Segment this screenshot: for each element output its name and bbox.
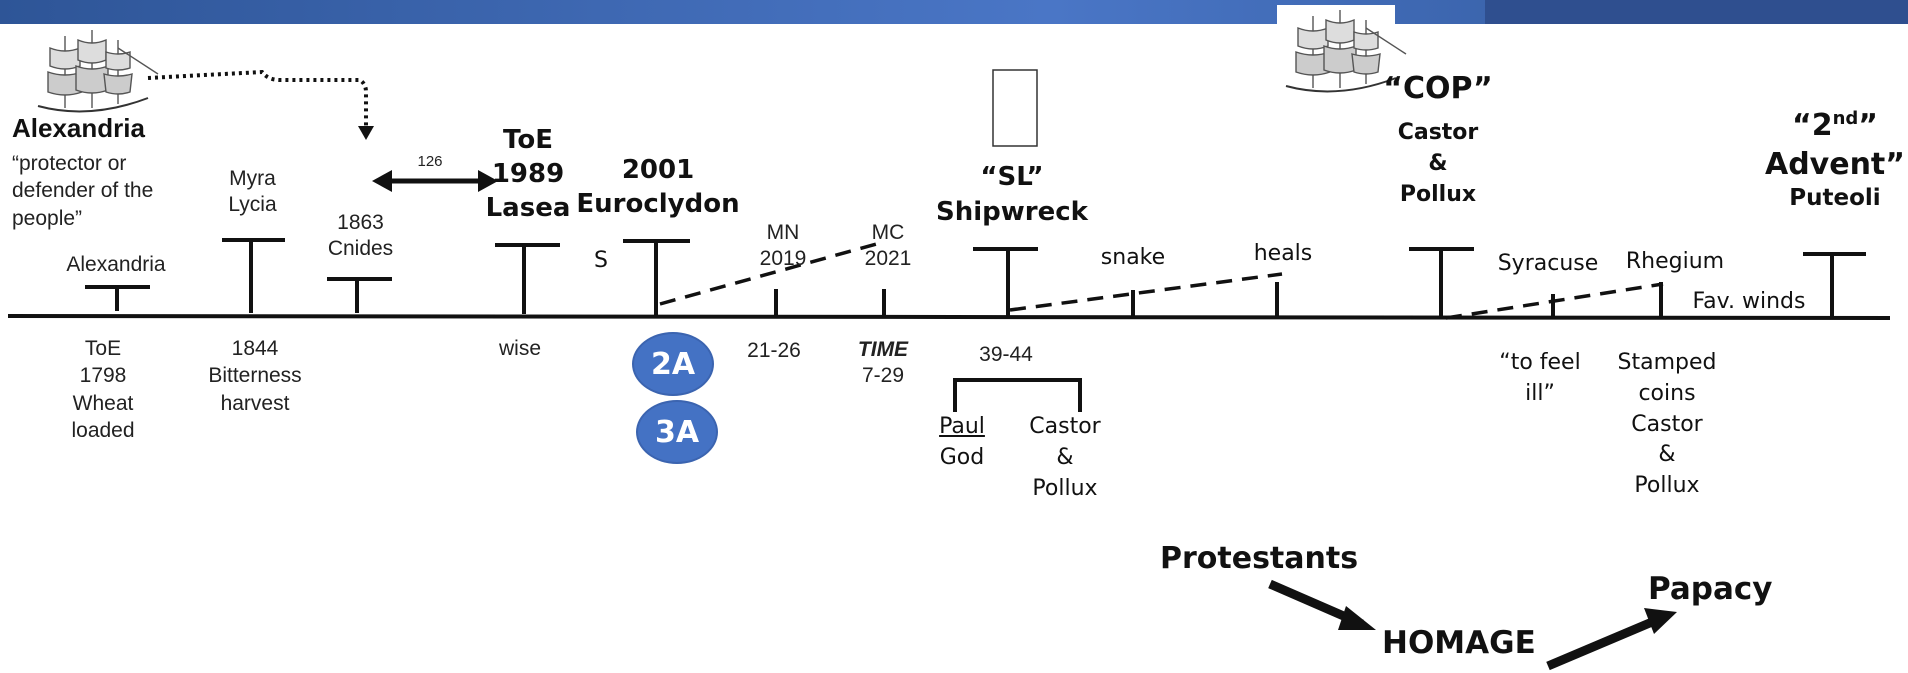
marker-heals: heals <box>1253 241 1313 266</box>
marker-alexandria: Alexandria <box>66 253 166 276</box>
origin-city: Alexandria <box>12 113 145 143</box>
marker-snake: snake <box>1100 245 1166 270</box>
flow-homage: HOMAGE <box>1382 625 1536 661</box>
bracket-right-text: Castor&Pollux <box>1029 414 1101 501</box>
badge-3a: 3A <box>636 400 718 464</box>
flow-papacy: Papacy <box>1648 571 1773 607</box>
below-lasea: wise <box>498 337 541 360</box>
dotted-route-line <box>147 69 368 128</box>
marker-syracuse: Syracuse <box>1497 251 1599 276</box>
below-mn: 21-26 <box>747 339 801 362</box>
marker-second-advent: “2nd” Advent” Puteoli <box>1764 108 1905 211</box>
arrow-label: 126 <box>417 153 443 170</box>
header-bar <box>0 0 1908 24</box>
marker-cop: Castor&Pollux <box>1397 120 1479 207</box>
marker-rhegium: Rhegium <box>1625 249 1725 274</box>
dotted-route-arrowhead <box>358 126 374 140</box>
timeline-axis <box>7 314 1891 320</box>
dashed-trend-3 <box>1445 282 1664 320</box>
arrow-homage-papacy <box>1546 617 1654 671</box>
bracket <box>953 378 1082 412</box>
dashed-trend-2 <box>1009 272 1283 312</box>
favorable-winds-label: Fav. winds <box>1692 289 1806 314</box>
badge-2a: 2A <box>632 332 714 396</box>
flow-protestants: Protestants <box>1160 541 1359 576</box>
cop-title: “COP” <box>1383 71 1493 106</box>
sailing-ship-icon-left <box>37 30 159 113</box>
dashed-trend-1 <box>659 241 881 306</box>
marker-shipwreck: “SL”Shipwreck <box>936 162 1088 228</box>
below-shipwreck: 39-44 <box>979 343 1033 366</box>
empty-box <box>992 69 1038 147</box>
timeline-markers <box>85 238 1866 318</box>
side-label: S <box>594 248 608 273</box>
sailing-ship-icon-right <box>1285 10 1407 93</box>
